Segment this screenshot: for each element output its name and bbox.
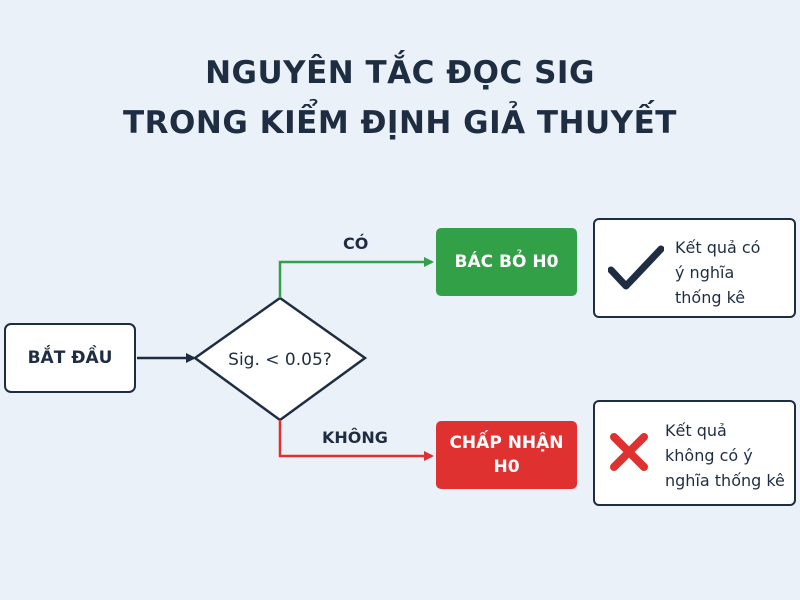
accept-h0-label-line-2: H0 — [493, 457, 520, 477]
no-edge-label: KHÔNG — [322, 428, 388, 447]
accept-h0-label-line-1: CHẤP NHẬN — [449, 433, 564, 453]
significant-result-line-3: thống kê — [675, 288, 746, 307]
not-significant-result-line-1: Kết quả — [665, 421, 727, 440]
reject-h0-node: BÁC BỎ H0 — [436, 228, 577, 296]
not-significant-result-text: Kết quả không có ý nghĩa thống kê — [665, 418, 793, 493]
not-significant-result-box: Kết quả không có ý nghĩa thống kê — [593, 400, 796, 506]
edge-yes — [278, 257, 434, 298]
cross-icon — [610, 433, 648, 471]
significant-result-box: Kết quả có ý nghĩa thống kê — [593, 218, 796, 318]
edge-no — [278, 420, 434, 461]
checkmark-icon — [608, 245, 664, 290]
yes-edge-label: CÓ — [343, 234, 369, 253]
significant-result-line-2: ý nghĩa — [675, 263, 735, 282]
accept-h0-node: CHẤP NHẬN H0 — [436, 421, 577, 489]
decision-label: Sig. < 0.05? — [228, 350, 332, 370]
significant-result-text: Kết quả có ý nghĩa thống kê — [675, 235, 793, 310]
title-line-2: TRONG KIỂM ĐỊNH GIẢ THUYẾT — [123, 105, 677, 141]
significant-result-line-1: Kết quả có — [675, 238, 761, 257]
title-line-1: NGUYÊN TẮC ĐỌC SIG — [205, 55, 595, 91]
start-node: BẮT ĐẦU — [4, 323, 136, 393]
not-significant-result-line-2: không có ý — [665, 446, 753, 465]
not-significant-result-line-3: nghĩa thống kê — [665, 471, 785, 490]
